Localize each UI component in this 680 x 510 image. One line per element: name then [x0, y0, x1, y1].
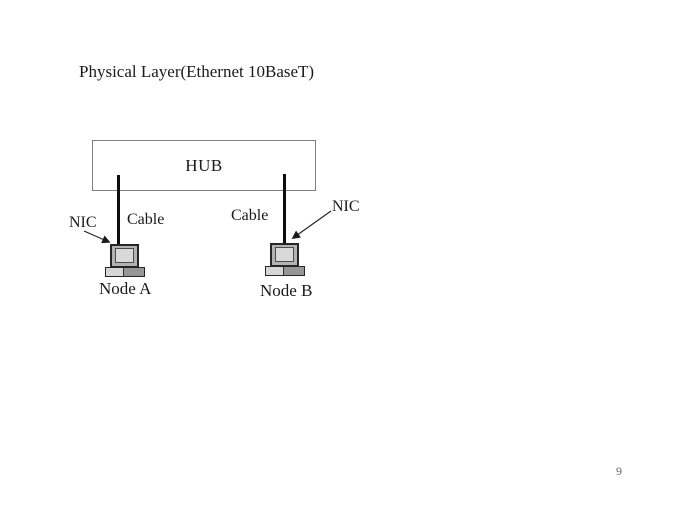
hub-box: HUB — [92, 140, 316, 191]
computer-base-left — [106, 268, 125, 276]
computer-base-right — [124, 268, 144, 276]
cable-line-node-b — [283, 174, 286, 246]
computer-base — [105, 267, 145, 277]
slide-title: Physical Layer(Ethernet 10BaseT) — [79, 62, 315, 81]
monitor-icon — [270, 243, 299, 267]
nic-arrow-node-b — [291, 210, 332, 239]
node-a-label: Node A — [99, 279, 152, 298]
monitor-screen — [275, 247, 294, 262]
cable-label-node-a: Cable — [127, 211, 165, 228]
computer-base — [265, 266, 305, 276]
page-number: 9 — [616, 464, 622, 478]
cable-line-node-a — [117, 175, 120, 246]
monitor-screen — [115, 248, 134, 263]
nic-label-node-b: NIC — [332, 198, 360, 215]
monitor-icon — [110, 244, 139, 268]
desktop-computer-icon-node-b — [265, 243, 305, 276]
node-b-label: Node B — [260, 281, 313, 300]
hub-label: HUB — [185, 155, 223, 175]
nic-label-node-a: NIC — [69, 214, 97, 231]
nic-arrow-node-a — [83, 230, 111, 244]
computer-base-left — [266, 267, 285, 275]
computer-base-right — [284, 267, 304, 275]
cable-label-node-b: Cable — [231, 207, 269, 224]
desktop-computer-icon-node-a — [105, 244, 145, 277]
